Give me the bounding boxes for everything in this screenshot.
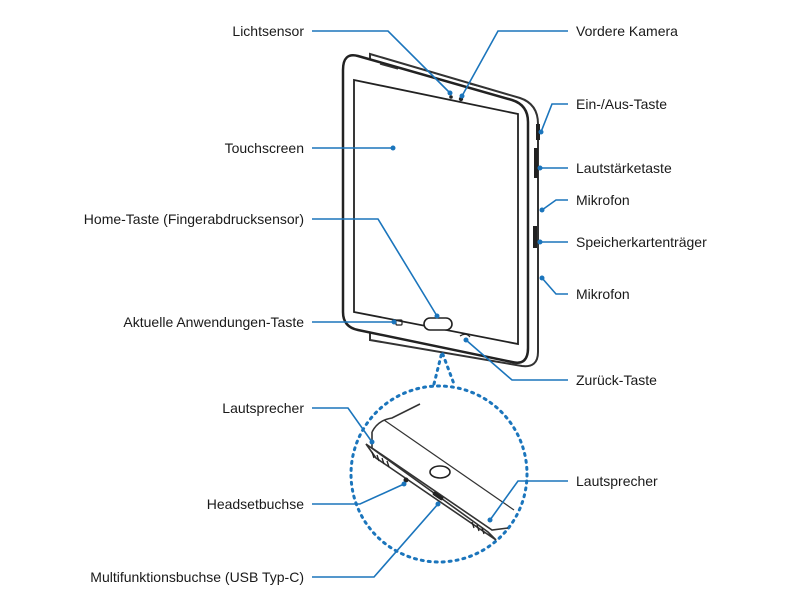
leader-headset-jack-dot <box>401 481 407 487</box>
leader-memory-card-dot <box>537 239 543 245</box>
zoomed-home-key <box>429 465 451 479</box>
zoom-pointer <box>432 346 456 386</box>
zoomed-speaker-left <box>371 451 390 468</box>
leader-home-key <box>312 218 438 317</box>
leader-front-camera <box>461 30 568 97</box>
leader-volume-key-dot <box>537 165 543 171</box>
leader-usb-jack-dot <box>435 501 441 507</box>
light-sensor-dot <box>449 95 453 99</box>
leader-back-key-dot <box>463 337 469 343</box>
zoom-callout <box>349 346 529 564</box>
label-volume-key: Lautstärketaste <box>576 160 672 176</box>
label-mic-bottom: Mikrofon <box>576 286 630 302</box>
leader-power-key <box>540 103 568 133</box>
label-back-key: Zurück-Taste <box>576 372 657 388</box>
label-touchscreen: Touchscreen <box>225 140 304 156</box>
zoomed-headset-jack <box>403 477 409 483</box>
label-light-sensor: Lichtsensor <box>232 23 304 39</box>
zoomed-tablet-bottom <box>365 403 515 541</box>
leader-speaker-left-dot <box>369 439 375 445</box>
zoomed-usb-port <box>432 491 444 501</box>
label-front-camera: Vordere Kamera <box>576 23 678 39</box>
label-memory-card-tray: Speicherkartenträger <box>576 234 707 250</box>
labels: Lichtsensor Vordere Kamera Ein-/Aus-Tast… <box>84 23 707 585</box>
label-power-key: Ein-/Aus-Taste <box>576 96 667 112</box>
label-speaker-right: Lautsprecher <box>576 473 658 489</box>
leader-speaker-right <box>489 480 568 521</box>
zoomed-speaker-right <box>471 521 485 535</box>
leader-speaker-right-dot <box>487 517 493 523</box>
label-speaker-left: Lautsprecher <box>222 400 304 416</box>
leader-mic-top-dot <box>539 207 545 213</box>
leader-front-camera-dot <box>459 93 465 99</box>
leader-mic-top <box>541 199 568 211</box>
leader-light-sensor-dot <box>447 90 453 96</box>
memory-card-tray-shape <box>533 226 537 248</box>
leader-back-key <box>465 339 568 381</box>
leader-mic-bottom <box>541 277 568 295</box>
top-edge-marks <box>379 63 491 90</box>
power-key-shape <box>536 124 540 140</box>
label-usb-jack: Multifunktionsbuchse (USB Typ-C) <box>90 569 304 585</box>
tablet-side-edge <box>369 52 539 368</box>
leader-power-key-dot <box>538 129 544 135</box>
label-recent-apps-key: Aktuelle Anwendungen-Taste <box>123 314 304 330</box>
tablet-device <box>341 52 540 368</box>
label-headset-jack: Headsetbuchse <box>207 496 305 512</box>
home-key-shape <box>423 317 453 331</box>
leader-home-key-dot <box>434 313 440 319</box>
leader-recent-apps-dot <box>391 319 397 325</box>
leader-mic-bottom-dot <box>539 275 545 281</box>
leader-lines <box>312 30 568 578</box>
zoom-circle <box>349 384 529 564</box>
leader-headset-jack <box>312 483 405 505</box>
label-mic-top: Mikrofon <box>576 192 630 208</box>
leader-usb-jack <box>312 503 439 578</box>
touchscreen-area <box>353 78 519 346</box>
leader-touchscreen-dot <box>390 145 396 151</box>
volume-key-shape <box>534 148 538 178</box>
leader-light-sensor <box>312 30 451 94</box>
zoomed-screen-edge <box>383 419 515 511</box>
back-key-shape <box>459 333 471 338</box>
leader-speaker-left <box>312 407 373 443</box>
label-home-key: Home-Taste (Fingerabdrucksensor) <box>84 211 304 227</box>
